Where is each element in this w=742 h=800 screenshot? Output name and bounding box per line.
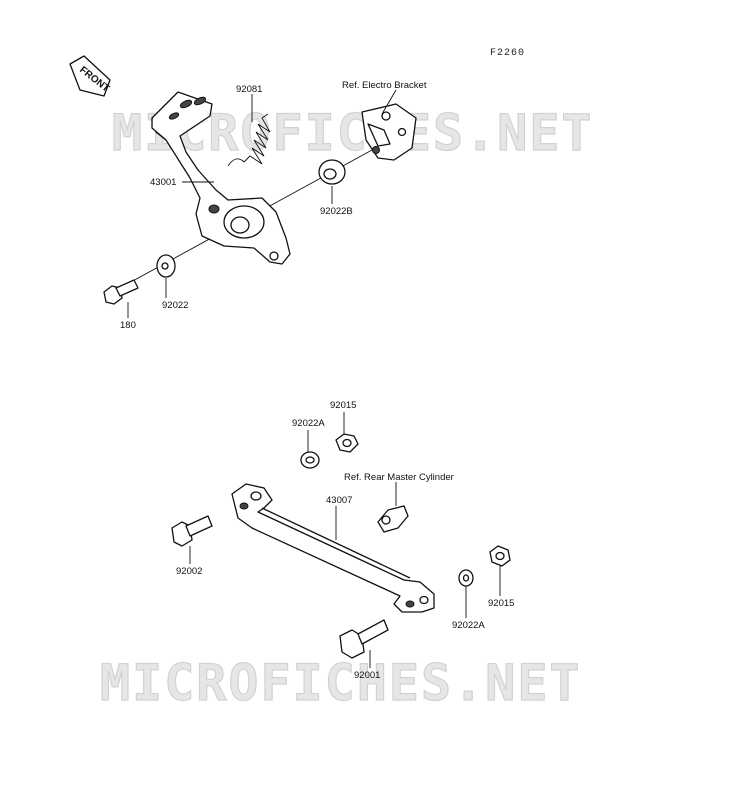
label-nut-right: 92015 xyxy=(488,598,514,609)
watermark-bottom: MICROFICHES.NET xyxy=(100,654,582,712)
label-electro-bracket: Ref. Electro Bracket xyxy=(342,80,427,91)
label-washer-right: 92022A xyxy=(452,620,485,631)
nut-right xyxy=(489,545,511,567)
label-bolt: 180 xyxy=(120,320,136,331)
label-rod: 43007 xyxy=(326,495,352,506)
electro-bracket xyxy=(361,103,417,161)
label-pedal: 43001 xyxy=(150,177,176,188)
brake-rod xyxy=(231,483,435,613)
front-arrow-icon: FRONT xyxy=(69,55,111,97)
bolt-bottom xyxy=(339,619,389,659)
figure-code: F2260 xyxy=(490,48,525,59)
washer xyxy=(156,254,176,278)
spring xyxy=(227,113,271,167)
washer-top xyxy=(300,451,320,469)
washer-right xyxy=(458,569,474,587)
label-bolt-bottom: 92001 xyxy=(354,670,380,681)
label-nut-top: 92015 xyxy=(330,400,356,411)
rear-master-cylinder-clevis xyxy=(377,505,409,533)
brake-pedal xyxy=(151,91,291,265)
label-washer: 92022 xyxy=(162,300,188,311)
bolt-left xyxy=(171,515,213,547)
label-washer-top: 92022A xyxy=(292,418,325,429)
bolt xyxy=(103,279,139,305)
washer-large xyxy=(318,159,346,185)
label-spring: 92081 xyxy=(236,84,262,95)
nut-top xyxy=(335,433,359,453)
label-rear-master-cylinder: Ref. Rear Master Cylinder xyxy=(344,472,454,483)
label-washer-large: 92022B xyxy=(320,206,353,217)
label-bolt-left: 92002 xyxy=(176,566,202,577)
